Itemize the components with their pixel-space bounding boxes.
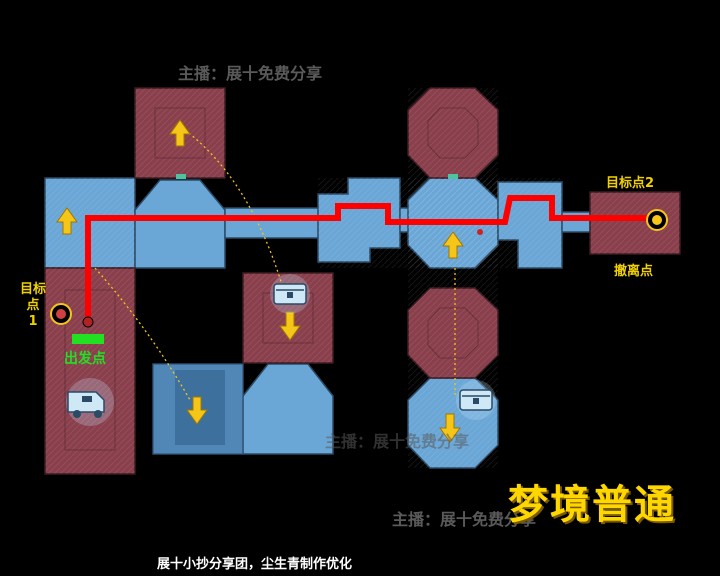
credit-caption: 展十小抄分享团，尘生青制作优化 [157,557,353,572]
map-title: 梦境普通 [508,482,676,528]
chest-icon [456,380,496,420]
label-target1: 目标点 1 [19,282,46,329]
arrow-icon [442,231,464,259]
arrow-icon [186,396,208,425]
label-extract: 撤离点 [614,264,654,279]
target-marker-icon [646,209,668,231]
vehicle-icon [66,378,114,426]
watermark-mid: 主播：展十免费分享 [325,432,470,451]
arrow-icon [279,311,301,341]
label-start: 出发点 [64,351,106,367]
start-dot [82,316,94,328]
arrow-icon [56,207,78,235]
corridor-1 [224,207,321,239]
arrow-icon [439,413,461,443]
guide-line-2 [184,129,283,286]
chest-icon [270,274,310,314]
label-target2: 目标点2 [606,176,655,191]
start-marker [72,334,104,344]
watermark-bottom: 主播：展十免费分享 [392,510,537,529]
arrow-icon [169,119,191,147]
route-path [85,195,658,322]
room-bottom-mid [242,363,334,455]
room-hall-left [134,179,226,269]
watermark-top: 主播：展十免费分享 [178,64,323,83]
target-marker-icon [50,303,72,325]
